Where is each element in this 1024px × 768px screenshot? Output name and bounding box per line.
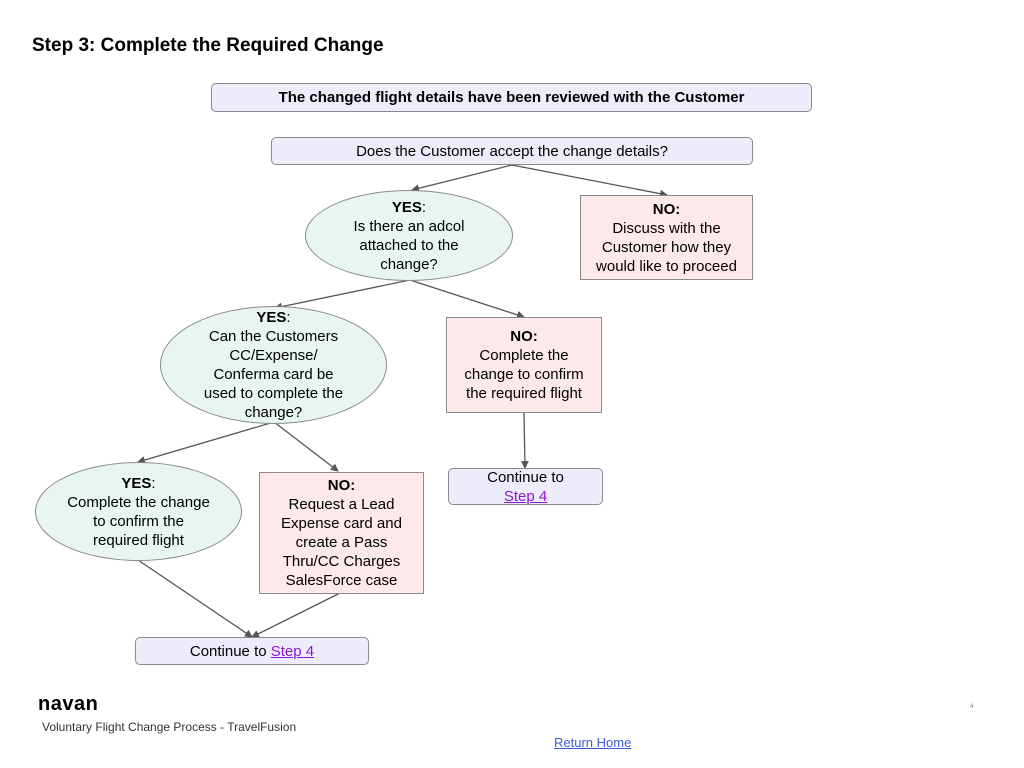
- continue-bottom-box: Continue to Step 4: [135, 637, 369, 665]
- step4-link-bottom[interactable]: Step 4: [270, 642, 315, 660]
- arrow-yes1-to-no2: [409, 279, 525, 319]
- question-box: Does the Customer accept the change deta…: [271, 137, 753, 165]
- continue-bottom-text: Continue to: [189, 642, 271, 660]
- arrow-yes3-to-continue: [137, 559, 253, 638]
- reviewed-text: The changed flight details have been rev…: [278, 89, 745, 106]
- yes-card-text: Can the Customers CC/Expense/ Conferma c…: [203, 328, 344, 421]
- yes-complete-text: Complete the change to confirm the requi…: [67, 493, 210, 549]
- arrow-yes2-to-no3: [273, 421, 339, 472]
- arrow-question-to-no1: [511, 164, 668, 198]
- reviewed-box: The changed flight details have been rev…: [211, 83, 812, 112]
- return-home-link[interactable]: Return Home: [554, 735, 632, 750]
- yes-label: YES: [256, 309, 287, 326]
- question-text: Does the Customer accept the change deta…: [356, 142, 668, 160]
- yes-adcol-text: Is there an adcol attached to the change…: [353, 217, 465, 273]
- page-title: Step 3: Complete the Required Change: [32, 35, 384, 56]
- arrow-yes2-to-yes3: [137, 421, 275, 464]
- continue-right-box: Continue to Step 4: [448, 468, 603, 505]
- yes-adcol-ellipse: YES: Is there an adcol attached to the c…: [305, 190, 513, 281]
- yes-card-ellipse: YES: Can the Customers CC/Expense/ Confe…: [160, 306, 387, 424]
- step4-link-right[interactable]: Step 4: [503, 487, 548, 505]
- no-label: NO:: [652, 200, 681, 218]
- no-request-box: NO: Request a Lead Expense card and crea…: [259, 472, 424, 594]
- no-label: NO:: [510, 328, 538, 345]
- yes-complete-ellipse: YES: Complete the change to confirm the …: [35, 462, 242, 561]
- no-request-text: Request a Lead Expense card and create a…: [281, 496, 402, 589]
- continue-right-text: Continue to: [487, 468, 564, 486]
- no-complete-text: Complete the change to confirm the requi…: [464, 347, 584, 402]
- arrow-no2-to-continue: [520, 411, 529, 469]
- no-discuss-box: NO: Discuss with the Customer how they w…: [580, 195, 753, 280]
- navan-logo: navan: [38, 693, 99, 715]
- footer-caption: Voluntary Flight Change Process - Travel…: [42, 720, 297, 734]
- yes-label: YES: [391, 198, 422, 216]
- page-number: 4: [970, 704, 974, 710]
- arrow-yes1-to-yes2: [274, 279, 411, 311]
- arrow-question-to-yes1: [411, 164, 513, 193]
- no-label: NO:: [327, 477, 356, 494]
- yes-label: YES: [121, 474, 152, 492]
- arrow-no3-to-continue: [251, 592, 341, 638]
- no-discuss-text: Discuss with the Customer how they would…: [596, 219, 737, 275]
- no-complete-box: NO: Complete the change to confirm the r…: [446, 317, 602, 413]
